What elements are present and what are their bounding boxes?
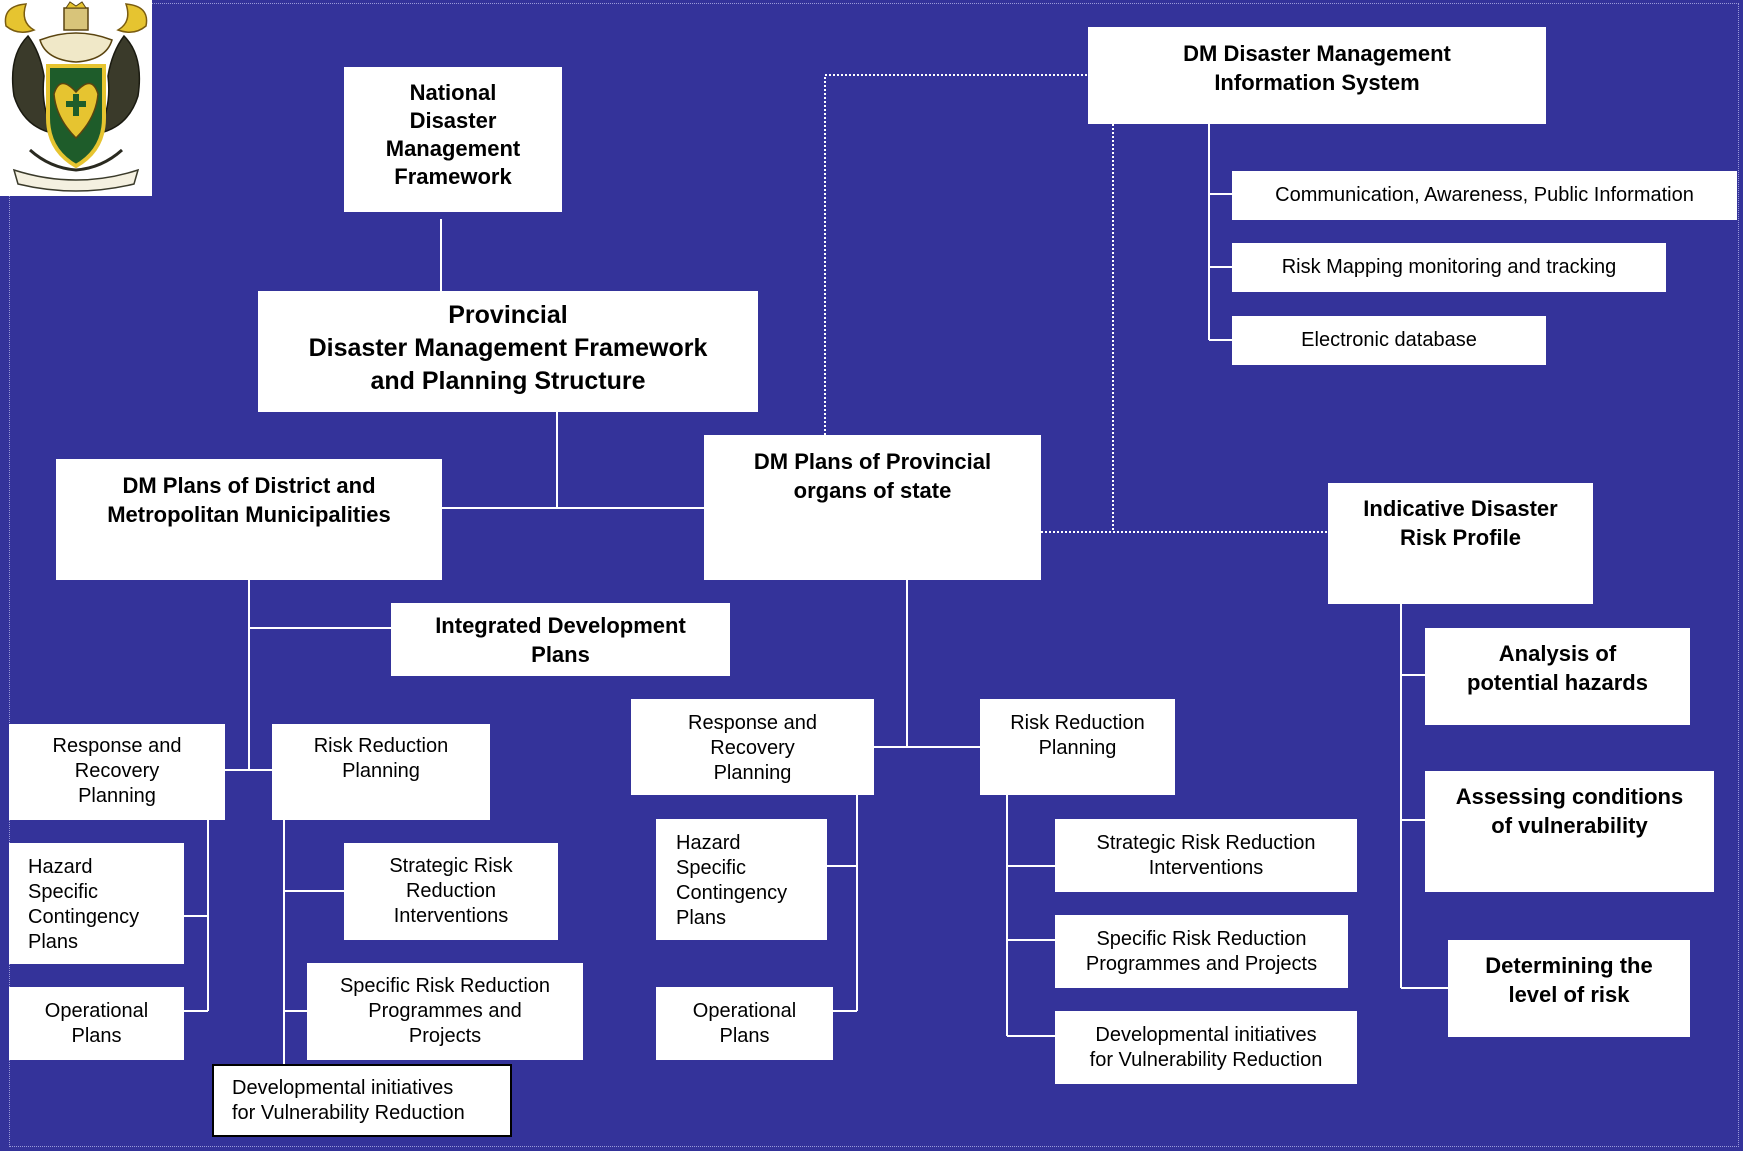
- coat-of-arms-logo: [0, 0, 152, 196]
- provincial-framework-box: Provincial Disaster Management Framework…: [258, 291, 758, 412]
- specific-risk-mid-label: Specific Risk Reduction Programmes and P…: [1085, 928, 1318, 975]
- response-recovery-mid-box: Response and Recovery Planning: [631, 699, 874, 795]
- assessing-vulnerability-label: Assessing conditions of vulnerability: [1455, 784, 1684, 838]
- assessing-vulnerability-box: Assessing conditions of vulnerability: [1425, 771, 1714, 892]
- risk-reduction-left-label: Risk Reduction Planning: [313, 735, 449, 782]
- hazard-contingency-left-label: Hazard Specific Contingency Plans: [28, 856, 140, 953]
- risk-profile-box: Indicative Disaster Risk Profile: [1328, 483, 1593, 604]
- operational-plans-mid-label: Operational Plans: [692, 1000, 797, 1047]
- developmental-initiatives-mid-label: Developmental initiatives for Vulnerabil…: [1089, 1024, 1323, 1071]
- specific-risk-left-box: Specific Risk Reduction Programmes and P…: [307, 963, 583, 1060]
- developmental-initiatives-left-label: Developmental initiatives for Vulnerabil…: [232, 1077, 465, 1124]
- district-plans-box: DM Plans of District and Metropolitan Mu…: [56, 459, 442, 580]
- risk-mapping-label: Risk Mapping monitoring and tracking: [1281, 256, 1617, 278]
- district-plans-label: DM Plans of District and Metropolitan Mu…: [107, 473, 391, 527]
- operational-plans-left-box: Operational Plans: [9, 987, 184, 1060]
- provincial-organs-box: DM Plans of Provincial organs of state: [704, 435, 1041, 580]
- hazard-contingency-left-box: Hazard Specific Contingency Plans: [9, 843, 184, 964]
- developmental-initiatives-mid-box: Developmental initiatives for Vulnerabil…: [1055, 1011, 1357, 1084]
- risk-reduction-mid-label: Risk Reduction Planning: [1010, 712, 1145, 759]
- determining-risk-box: Determining the level of risk: [1448, 940, 1690, 1037]
- communication-box: Communication, Awareness, Public Informa…: [1232, 171, 1737, 220]
- integrated-development-plans-box: Integrated Development Plans: [391, 603, 730, 676]
- specific-risk-mid-box: Specific Risk Reduction Programmes and P…: [1055, 915, 1348, 988]
- response-recovery-left-box: Response and Recovery Planning: [9, 724, 225, 820]
- risk-mapping-box: Risk Mapping monitoring and tracking: [1232, 243, 1666, 292]
- strategic-risk-mid-box: Strategic Risk Reduction Interventions: [1055, 819, 1357, 892]
- communication-label: Communication, Awareness, Public Informa…: [1275, 184, 1694, 206]
- strategic-risk-left-box: Strategic Risk Reduction Interventions: [344, 843, 558, 940]
- provincial-organs-label: DM Plans of Provincial organs of state: [753, 449, 992, 503]
- operational-plans-left-label: Operational Plans: [44, 1000, 149, 1047]
- response-recovery-left-label: Response and Recovery Planning: [52, 735, 182, 807]
- dotted-connector-organs-dmis: [824, 74, 1088, 435]
- electronic-database-box: Electronic database: [1232, 316, 1546, 365]
- strategic-risk-mid-label: Strategic Risk Reduction Interventions: [1096, 832, 1316, 879]
- developmental-initiatives-left-box: Developmental initiatives for Vulnerabil…: [212, 1064, 512, 1137]
- dm-information-system-label: DM Disaster Management Information Syste…: [1183, 41, 1451, 95]
- strategic-risk-left-label: Strategic Risk Reduction Interventions: [389, 855, 513, 927]
- risk-profile-label: Indicative Disaster Risk Profile: [1363, 496, 1558, 550]
- risk-reduction-left-box: Risk Reduction Planning: [272, 724, 490, 820]
- risk-reduction-mid-box: Risk Reduction Planning: [980, 699, 1175, 795]
- provincial-framework-label: Provincial Disaster Management Framework…: [308, 301, 708, 395]
- analysis-hazards-box: Analysis of potential hazards: [1425, 628, 1690, 725]
- national-framework-label: National Disaster Management Framework: [385, 80, 521, 189]
- dm-information-system-box: DM Disaster Management Information Syste…: [1088, 27, 1546, 124]
- hazard-contingency-mid-label: Hazard Specific Contingency Plans: [676, 832, 788, 929]
- analysis-hazards-label: Analysis of potential hazards: [1467, 641, 1648, 695]
- hazard-contingency-mid-box: Hazard Specific Contingency Plans: [656, 819, 827, 940]
- national-framework-box: National Disaster Management Framework: [344, 67, 562, 212]
- operational-plans-mid-box: Operational Plans: [656, 987, 833, 1060]
- integrated-development-plans-label: Integrated Development Plans: [435, 613, 686, 667]
- determining-risk-label: Determining the level of risk: [1485, 953, 1653, 1007]
- response-recovery-mid-label: Response and Recovery Planning: [688, 712, 817, 784]
- specific-risk-left-label: Specific Risk Reduction Programmes and P…: [339, 975, 551, 1047]
- electronic-database-label: Electronic database: [1301, 329, 1477, 351]
